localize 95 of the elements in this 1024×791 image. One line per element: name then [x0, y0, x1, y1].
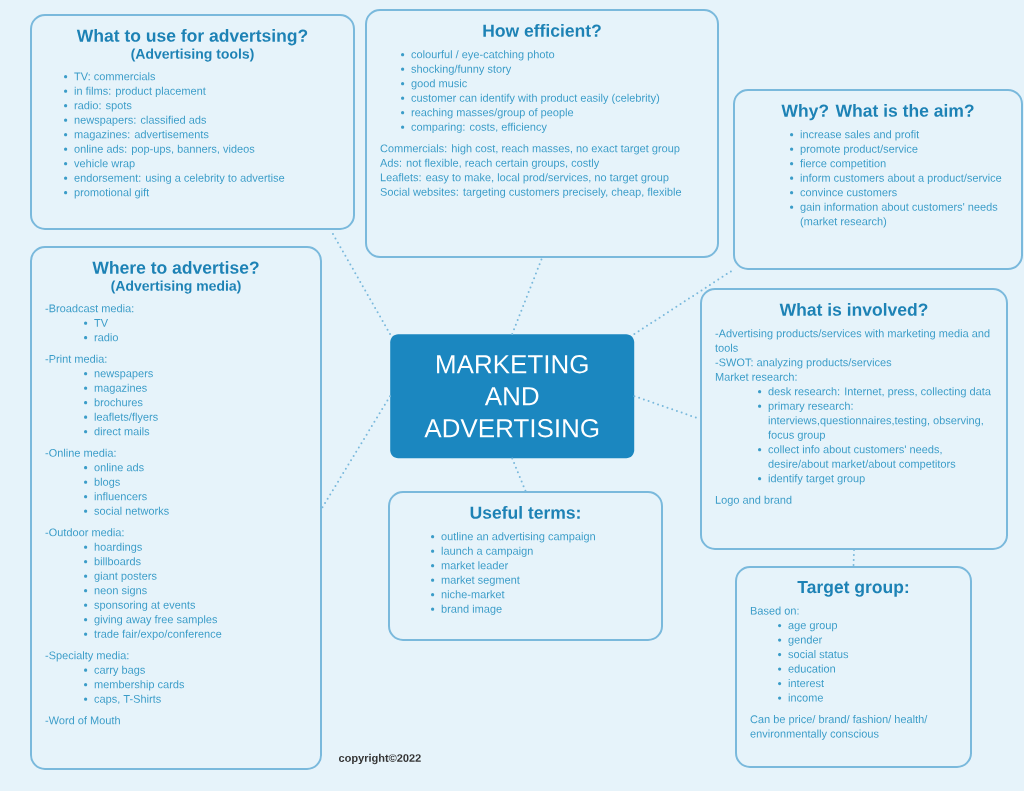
heading: What to use for advertsing? — [76, 29, 308, 46]
list-item: launch a campaign — [441, 546, 533, 557]
list-item: gender — [788, 635, 823, 646]
list-item: newspapers: classified ads — [74, 115, 207, 126]
topic-box — [30, 246, 322, 770]
list-item: comparing: costs, efficiency — [411, 122, 547, 133]
list-item: shocking/funny story — [411, 64, 512, 75]
text-line: -Advertising products/services with marketing media and tools — [715, 329, 990, 352]
subheading: (Advertising media) — [111, 280, 241, 294]
list-item: brand image — [441, 604, 502, 615]
list-item: outline an advertising campaign — [441, 532, 595, 543]
list-item: good music — [411, 79, 467, 90]
list-item: income — [788, 693, 823, 702]
copyright-note: copyright©2022 — [338, 753, 421, 765]
text-line: Based on: — [750, 606, 799, 615]
list-item: endorsement: using a celebrity to advertise — [74, 173, 285, 184]
list-item: customer can identify with product easily (celebrity) — [411, 93, 660, 104]
list-item: reaching masses/group of people — [411, 108, 574, 119]
topic-box — [700, 288, 1008, 550]
list-item: direct mails — [94, 427, 150, 436]
subheading: (Advertising tools) — [131, 48, 254, 62]
list-item: influencers — [94, 492, 147, 501]
list-item: in films: product placement — [74, 86, 206, 97]
list-item: niche-market — [441, 590, 505, 599]
list-item: billboards — [94, 557, 141, 566]
list-item: convince customers — [800, 188, 897, 197]
list-item: brochures — [94, 398, 143, 407]
list-item: neon signs — [94, 586, 147, 597]
text-line: Leaflets: easy to make, local prod/services, no target group — [380, 173, 669, 184]
list-item: promotional gift — [74, 188, 150, 199]
list-item: social status — [788, 650, 849, 659]
text-line: Ads: not flexible, reach certain groups, costly — [380, 158, 600, 169]
list-item: gain information about customers' needs (market research) — [800, 202, 998, 228]
heading: Why? What is the aim? — [781, 104, 974, 121]
list-item: age group — [788, 623, 838, 632]
list-item: trade fair/expo/conference — [94, 629, 222, 640]
list-item: radio — [94, 333, 118, 342]
dotted-connector — [852, 549, 855, 567]
topic-box — [365, 9, 719, 258]
text-line: Commercials: high cost, reach masses, no exact target group — [380, 144, 680, 155]
heading: Target group: — [797, 581, 909, 597]
heading: How efficient? — [483, 24, 601, 37]
list-item: leaflets/flyers — [94, 412, 158, 423]
dotted-connector — [511, 257, 543, 335]
text-line: -Word of Mouth — [45, 716, 120, 725]
text-line: -Broadcast media: — [45, 304, 134, 313]
list-item: online ads — [94, 463, 144, 472]
heading: Useful terms: — [470, 506, 580, 519]
list-item: newspapers — [94, 371, 153, 380]
topic-box — [733, 89, 1023, 270]
text-line: -Outdoor media: — [45, 528, 124, 537]
dotted-connector — [633, 269, 734, 335]
list-item: carry bags — [94, 665, 145, 676]
topic-box — [30, 14, 355, 230]
list-item: market segment — [441, 575, 520, 586]
list-item: education — [788, 664, 835, 673]
text-line: -SWOT: analyzing products/services — [715, 358, 892, 369]
list-item: colourful / eye-catching photo — [411, 50, 555, 61]
heading: What is involved? — [779, 303, 928, 316]
topic-box — [388, 491, 663, 641]
list-item: social networks — [94, 506, 169, 515]
list-item: magazines: advertisements — [74, 130, 209, 141]
list-item: increase sales and profit — [800, 130, 920, 141]
dotted-connector — [321, 395, 391, 509]
heading: Where to advertise? — [92, 261, 259, 274]
list-item: blogs — [94, 477, 120, 488]
list-item: market leader — [441, 561, 509, 570]
list-item: caps, T-Shirts — [94, 694, 161, 705]
text-line: -Online media: — [45, 448, 116, 457]
list-item: sponsoring at events — [94, 600, 196, 611]
central-topic-box: MARKETING AND ADVERTISING — [390, 334, 635, 459]
text-line: Market research: — [715, 372, 797, 381]
list-item: radio: spots — [74, 101, 132, 112]
list-item: magazines — [94, 383, 147, 394]
text-line: Logo and brand — [715, 495, 792, 506]
text-line: -Print media: — [45, 354, 107, 363]
list-item: inform customers about a product/service — [800, 173, 1002, 184]
list-item: TV — [94, 319, 108, 327]
dotted-connector — [511, 457, 527, 492]
list-item: identify target group — [768, 474, 865, 485]
text-line: Social websites: targeting customers precisely, cheap, flexible — [380, 187, 682, 198]
text-line: -Specialty media: — [45, 651, 129, 662]
list-item: desk research: Internet, press, collecting data — [768, 387, 991, 398]
list-item: membership cards — [94, 680, 185, 691]
list-item: online ads: pop-ups, banners, videos — [74, 144, 255, 155]
list-item: fierce competition — [800, 159, 886, 170]
list-item: hoardings — [94, 542, 142, 553]
list-item: TV: commercials — [74, 72, 156, 81]
list-item: interest — [788, 679, 824, 688]
list-item: giant posters — [94, 571, 157, 582]
topic-box — [735, 566, 972, 768]
text-line: Can be price/ brand/ fashion/ health/ environmentally conscious — [750, 715, 928, 740]
list-item: promote product/service — [800, 144, 918, 155]
list-item: giving away free samples — [94, 615, 218, 626]
list-item: vehicle wrap — [74, 159, 135, 170]
